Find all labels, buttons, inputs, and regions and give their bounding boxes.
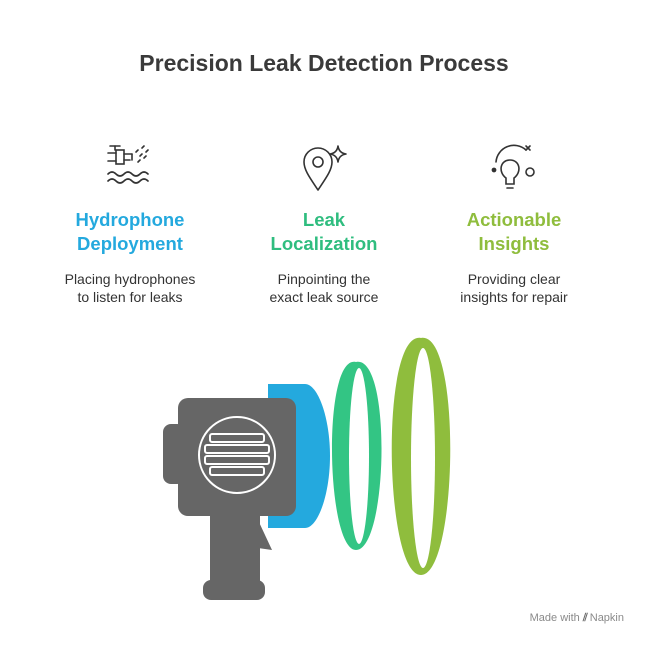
napkin-logo-icon: ⫽: [582, 612, 588, 624]
lightbulb-idea-icon: [491, 144, 535, 189]
step-heading-line2: Localization: [270, 233, 378, 254]
faucet-water-icon: [107, 145, 149, 184]
step-desc-line1: Providing clear: [467, 271, 561, 287]
step-heading-line2: Insights: [478, 233, 550, 254]
step-heading-line1: Hydrophone: [75, 209, 185, 230]
step-heading-line1: Actionable: [466, 209, 562, 230]
footer-prefix: Made with: [529, 612, 580, 624]
page-title: Precision Leak Detection Process: [139, 50, 509, 76]
footer-brand: Napkin: [589, 612, 624, 624]
step-desc-line2: to listen for leaks: [77, 289, 183, 305]
step-actionable-insights: Actionable Insights Providing clear insi…: [414, 140, 614, 306]
step-desc-line1: Placing hydrophones: [64, 271, 196, 287]
location-pin-sparkle-icon: [303, 145, 347, 191]
step-leak-localization: Leak Localization Pinpointing the exact …: [224, 140, 424, 306]
step-heading-line1: Leak: [302, 209, 346, 230]
step-heading-line2: Deployment: [77, 233, 183, 254]
footer-credit: Made with ⫽Napkin: [530, 612, 624, 625]
handheld-detector-icon: [163, 398, 296, 600]
wave-green: [391, 337, 451, 575]
step-desc-line2: exact leak source: [269, 289, 379, 305]
step-hydrophone-deployment: Hydrophone Deployment Placing hydrophone…: [30, 140, 230, 306]
step-desc-line2: insights for repair: [460, 289, 568, 305]
step-desc-line1: Pinpointing the: [277, 271, 371, 287]
wave-teal: [331, 361, 382, 550]
